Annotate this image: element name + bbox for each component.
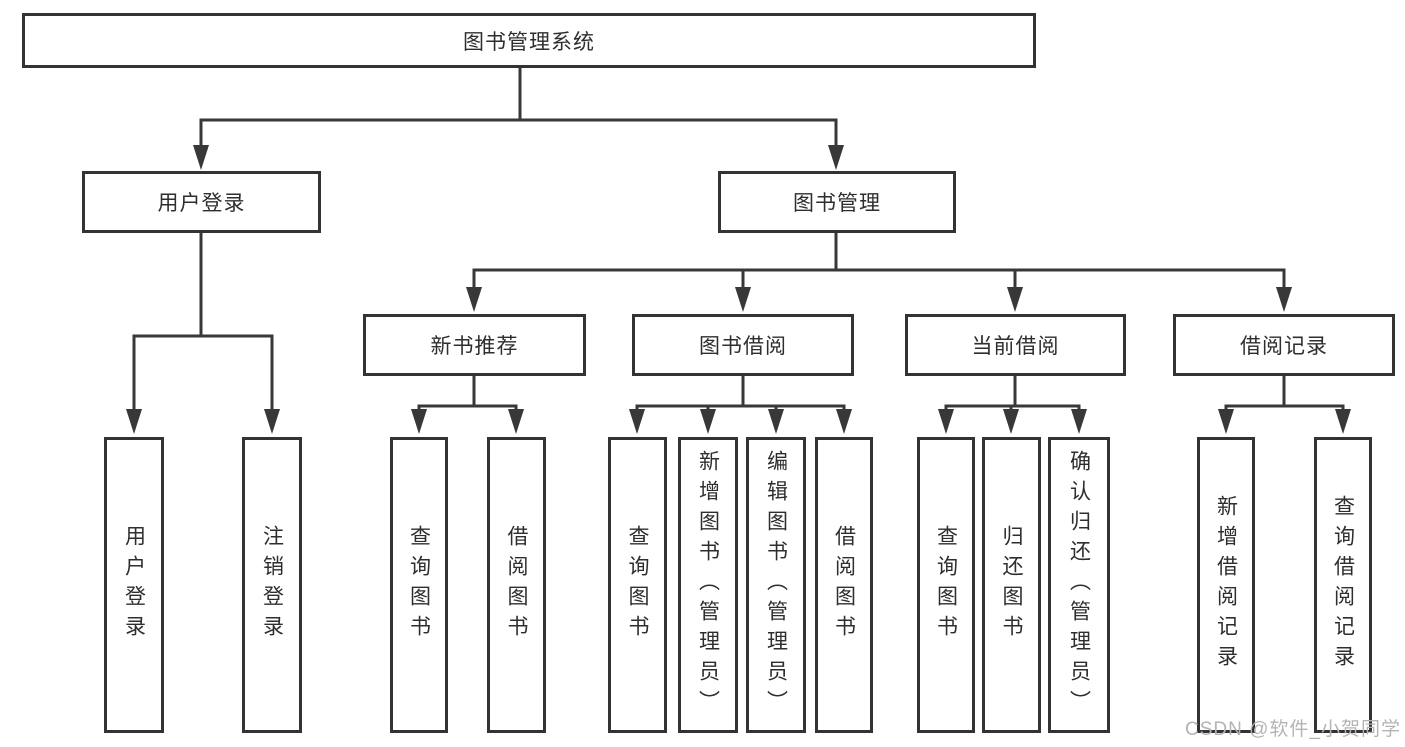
node-leaf-logout-label: 注销登录 xyxy=(260,525,284,645)
node-leaf-return-books-label: 归还图书 xyxy=(1000,525,1023,645)
node-leaf-borrow-books-2-label: 借阅图书 xyxy=(832,525,856,645)
node-leaf-query-books-2-label: 查询图书 xyxy=(626,525,649,645)
node-book-management: 图书管理 xyxy=(718,171,956,233)
node-leaf-add-books-admin: 新增图书（管理员） xyxy=(678,437,738,733)
node-leaf-borrow-books-1: 借阅图书 xyxy=(487,437,546,733)
node-leaf-borrow-books-2: 借阅图书 xyxy=(815,437,873,733)
node-leaf-query-books-1: 查询图书 xyxy=(390,437,448,733)
node-leaf-add-books-admin-label: 新增图书（管理员） xyxy=(696,450,720,720)
node-leaf-return-books: 归还图书 xyxy=(982,437,1041,733)
node-leaf-borrow-books-1-label: 借阅图书 xyxy=(505,525,528,645)
node-leaf-edit-books-admin: 编辑图书（管理员） xyxy=(746,437,806,733)
node-leaf-logout: 注销登录 xyxy=(242,437,302,733)
node-book-borrowing: 图书借阅 xyxy=(632,314,854,376)
node-borrowing-records: 借阅记录 xyxy=(1173,314,1395,376)
node-leaf-query-borrow-record: 查询借阅记录 xyxy=(1314,437,1372,733)
node-leaf-confirm-return-admin-label: 确认归还（管理员） xyxy=(1067,450,1091,720)
node-library-system: 图书管理系统 xyxy=(22,13,1036,68)
watermark: CSDN @软件_小贺同学 xyxy=(1185,719,1401,740)
node-leaf-query-books-1-label: 查询图书 xyxy=(407,525,431,645)
node-leaf-edit-books-admin-label: 编辑图书（管理员） xyxy=(764,450,788,720)
node-new-book-recommend: 新书推荐 xyxy=(363,314,586,376)
node-leaf-query-borrow-record-label: 查询借阅记录 xyxy=(1331,495,1355,675)
node-leaf-user-login-label: 用户登录 xyxy=(122,525,146,645)
node-leaf-query-books-3: 查询图书 xyxy=(917,437,975,733)
node-user-login: 用户登录 xyxy=(82,171,321,233)
node-leaf-user-login: 用户登录 xyxy=(104,437,164,733)
node-leaf-confirm-return-admin: 确认归还（管理员） xyxy=(1048,437,1110,733)
node-current-borrowing: 当前借阅 xyxy=(905,314,1126,376)
node-leaf-query-books-3-label: 查询图书 xyxy=(934,525,958,645)
node-leaf-add-borrow-record-label: 新增借阅记录 xyxy=(1214,495,1238,675)
node-leaf-query-books-2: 查询图书 xyxy=(608,437,667,733)
node-leaf-add-borrow-record: 新增借阅记录 xyxy=(1197,437,1255,733)
